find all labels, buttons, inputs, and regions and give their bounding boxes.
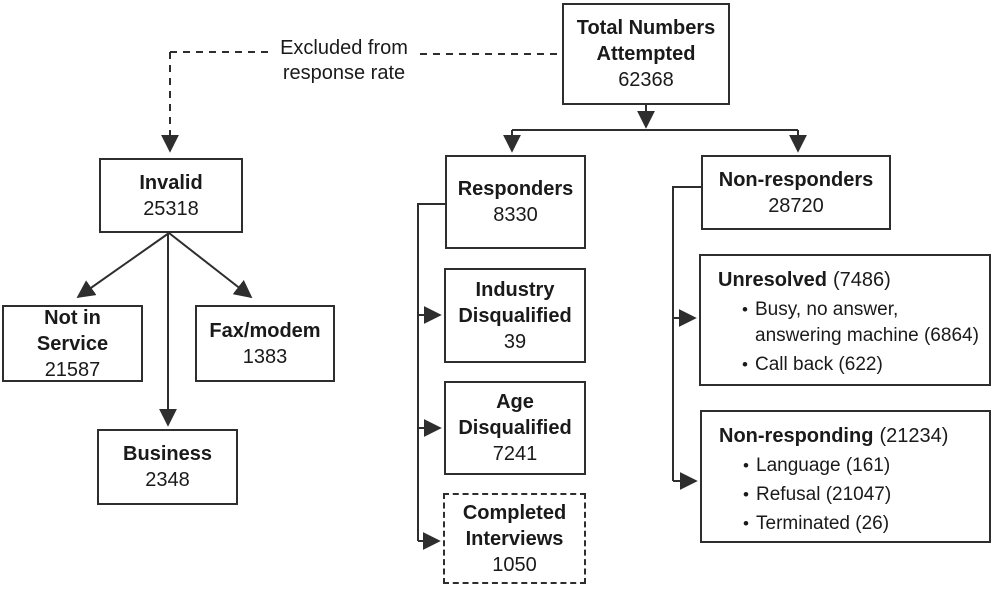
node-label: Invalid — [139, 171, 203, 194]
node-label: Not in Service — [36, 306, 109, 355]
node-total-numbers-attempted: Total Numbers Attempted 62368 — [562, 3, 730, 105]
node-value: 1050 — [492, 553, 537, 576]
node-label: Industry Disqualified — [458, 278, 572, 327]
node-label: Responders — [457, 178, 574, 200]
node-value: 25318 — [143, 197, 199, 220]
node-responders: Responders 8330 — [445, 155, 586, 249]
nonresponders-branch-connectors — [672, 186, 701, 490]
node-completed-interviews: Completed Interviews 1050 — [443, 493, 586, 584]
node-not-in-service: Not in Service 21587 — [2, 305, 143, 382]
detail-label: Non-responding — [719, 425, 874, 447]
total-split-connectors — [503, 105, 807, 153]
node-label: Total Numbers Attempted — [576, 17, 716, 65]
node-label: Non-responders — [718, 168, 874, 191]
node-label: Completed Interviews — [462, 501, 567, 550]
node-non-responders: Non-responders 28720 — [701, 155, 891, 230]
bullet-list: Language (161) Refusal (21047) Terminate… — [719, 453, 981, 537]
node-invalid: Invalid 25318 — [99, 158, 243, 233]
node-fax-modem: Fax/modem 1383 — [195, 305, 335, 382]
node-value: 2348 — [145, 469, 190, 491]
detail-label: Unresolved — [718, 269, 827, 291]
node-value: 8330 — [493, 204, 538, 226]
node-value: 1383 — [242, 345, 288, 368]
node-value: 7241 — [492, 443, 538, 465]
bullet-item: Language (161) — [743, 453, 981, 479]
bullet-item: Refusal (21047) — [743, 482, 981, 508]
excluded-from-response-rate-note: Excluded from response rate — [280, 37, 408, 84]
node-unresolved: Unresolved(7486) Busy, no answer, answer… — [699, 254, 991, 386]
node-age-disqualified: Age Disqualified 7241 — [444, 381, 586, 475]
bullet-list: Busy, no answer, answering machine (6864… — [718, 297, 981, 378]
detail-count: (7486) — [832, 269, 891, 291]
node-value: 21587 — [44, 358, 101, 381]
node-industry-disqualified: Industry Disqualified 39 — [444, 268, 586, 363]
bullet-item: Call back (622) — [742, 352, 981, 378]
node-business: Business 2348 — [97, 429, 238, 505]
bullet-item: Terminated (26) — [743, 511, 981, 537]
node-label: Business — [123, 443, 212, 465]
detail-title: Non-responding(21234) — [719, 423, 981, 450]
node-value: 39 — [503, 330, 527, 353]
node-value: 28720 — [768, 194, 824, 217]
node-value: 62368 — [618, 69, 674, 91]
node-non-responding: Non-responding(21234) Language (161) Ref… — [700, 410, 991, 543]
detail-title: Unresolved(7486) — [718, 267, 981, 294]
responders-branch-connectors — [417, 203, 445, 550]
detail-count: (21234) — [879, 425, 949, 447]
node-label: Fax/modem — [209, 319, 321, 342]
bullet-item: Busy, no answer, answering machine (6864… — [742, 297, 981, 349]
node-label: Age Disqualified — [458, 391, 572, 439]
